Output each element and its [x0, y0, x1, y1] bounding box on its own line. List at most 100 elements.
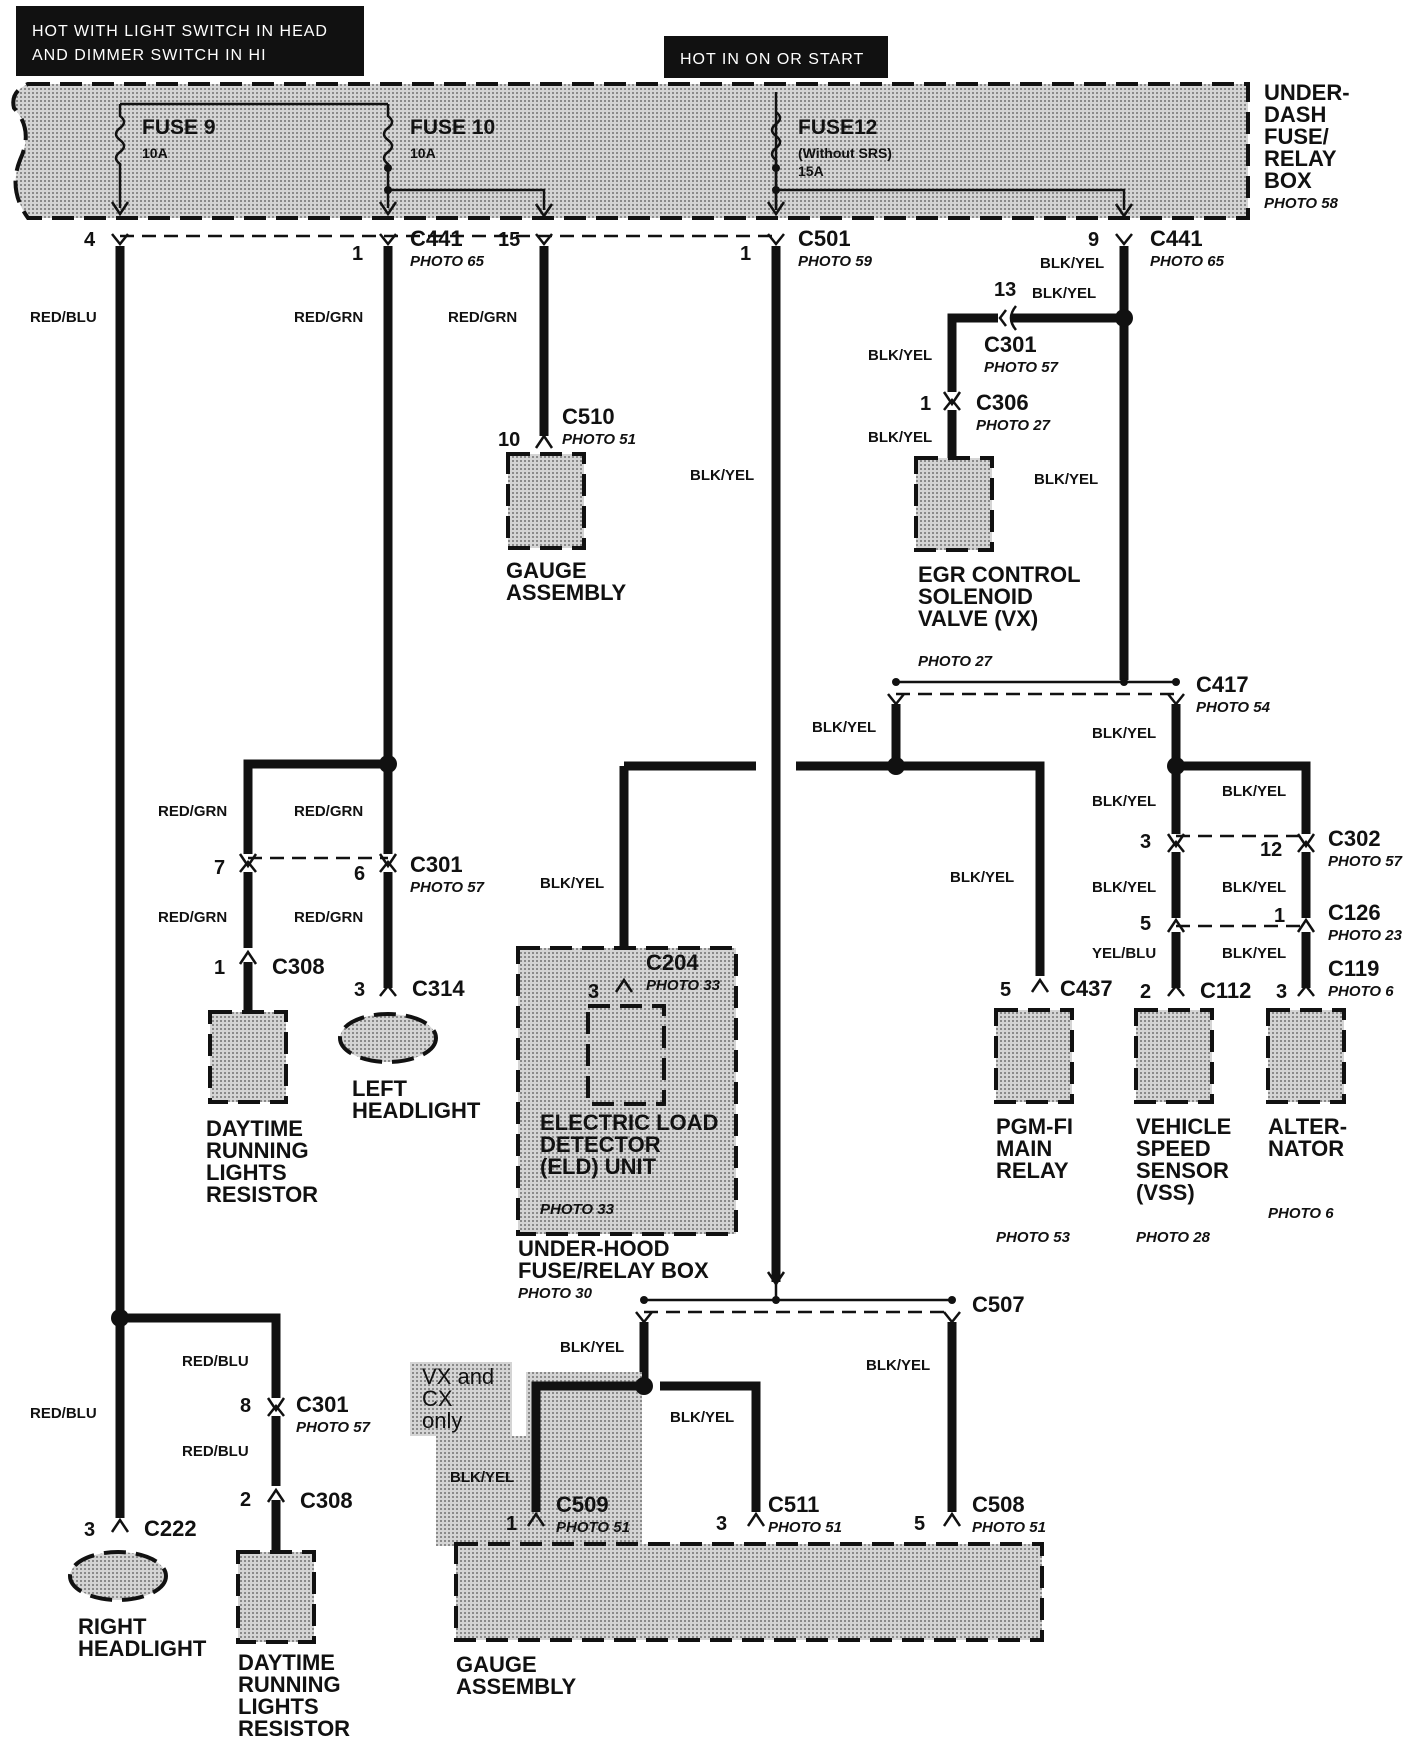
fuse-10-element: [382, 104, 394, 208]
connector-label: C308: [300, 1488, 353, 1513]
vx-cx-note-box: [410, 1362, 512, 1436]
connector-photo: PHOTO 59: [798, 253, 873, 270]
component-photo: PHOTO 30: [518, 1285, 593, 1302]
banner-ignition-text: HOT IN ON OR START: [680, 51, 864, 68]
fuse-10-arrow: [378, 201, 398, 217]
fuse-9-element: [114, 104, 126, 208]
connector-photo: PHOTO 51: [972, 1519, 1046, 1536]
fuse-12-note: (Without SRS): [798, 145, 892, 161]
component-label: ASSEMBLY: [506, 580, 627, 605]
fuse-box-label-3: FUSE/: [1264, 124, 1329, 149]
gauge-assembly-low: [454, 1542, 1044, 1642]
connector-label: C441: [410, 226, 463, 251]
fuse-box-label-5: BOX: [1264, 168, 1312, 193]
fuse-10-name: FUSE 10: [410, 116, 495, 139]
connector-label: C222: [144, 1516, 197, 1541]
fuse-9-arrow: [110, 201, 130, 217]
component-label: FUSE/RELAY BOX: [518, 1258, 709, 1283]
pin-label: 3: [1140, 831, 1151, 853]
component-label: RIGHT: [78, 1614, 147, 1639]
wire-label: BLK/YEL: [1222, 783, 1286, 800]
component-label: ALTER-: [1268, 1114, 1347, 1139]
component-label: MAIN: [996, 1136, 1052, 1161]
wire-label: RED/GRN: [158, 909, 227, 926]
component-label: DETECTOR: [540, 1132, 661, 1157]
note-text: only: [422, 1408, 462, 1433]
wire-label: RED/BLU: [182, 1353, 249, 1370]
connector-photo: PHOTO 57: [1328, 853, 1403, 870]
pin-label: 1: [214, 957, 225, 979]
wire-label: BLK/YEL: [812, 719, 876, 736]
pin-label: 3: [588, 981, 599, 1003]
component-photo: PHOTO 6: [1268, 1205, 1334, 1222]
connector-photo: PHOTO 33: [646, 977, 721, 994]
component-label: RUNNING: [238, 1672, 341, 1697]
wire-alternator: [1176, 761, 1311, 834]
ignition-hot-banner: HOT IN ON OR START: [664, 36, 888, 78]
component-label: RUNNING: [206, 1138, 309, 1163]
wire-label: BLK/YEL: [868, 429, 932, 446]
wire-label: BLK/YEL: [866, 1357, 930, 1374]
pin-label: 6: [354, 863, 365, 885]
connector-label: C302: [1328, 826, 1381, 851]
connector-photo: PHOTO 57: [410, 879, 485, 896]
component-label: VALVE (VX): [918, 606, 1038, 631]
component-label: SOLENOID: [918, 584, 1033, 609]
wire-gauge-c511: [660, 1381, 761, 1512]
pin-label: 1: [920, 393, 931, 415]
connector-label: C437: [1060, 976, 1113, 1001]
fuse-12-rating: 15A: [798, 163, 824, 179]
wire-label: BLK/YEL: [690, 467, 754, 484]
connector-label: C417: [1196, 672, 1249, 697]
connector-label: C119: [1328, 956, 1379, 981]
pin-label: 7: [214, 857, 225, 879]
fuse-box-label-4: RELAY: [1264, 146, 1337, 171]
wire-label: BLK/YEL: [450, 1469, 514, 1486]
wire-label: BLK/YEL: [1092, 725, 1156, 742]
connector-photo: PHOTO 57: [984, 359, 1059, 376]
pin-label: 4: [84, 229, 96, 251]
alternator: [1266, 1008, 1346, 1104]
connector-photo: PHOTO 54: [1196, 699, 1271, 716]
connector-label: C314: [412, 976, 465, 1001]
component-label: GAUGE: [506, 558, 587, 583]
component-label: LIGHTS: [238, 1694, 319, 1719]
component-photo: PHOTO 53: [996, 1229, 1071, 1246]
component-label: DAYTIME: [238, 1650, 335, 1675]
pin-label: 5: [1140, 913, 1151, 935]
pin-label: 3: [354, 979, 365, 1001]
connector-photo: PHOTO 6: [1328, 983, 1394, 1000]
component-label: UNDER-HOOD: [518, 1236, 670, 1261]
eld-unit: [586, 1004, 666, 1106]
component-label: SENSOR: [1136, 1158, 1229, 1183]
component-photo: PHOTO 27: [918, 653, 993, 670]
wire-label: RED/GRN: [158, 803, 227, 820]
connector-photo: PHOTO 51: [562, 431, 636, 448]
fuse-12-branch-arrow: [1114, 203, 1134, 219]
component-label: HEADLIGHT: [78, 1636, 207, 1661]
wire-label: BLK/YEL: [560, 1339, 624, 1356]
connector-label: C510: [562, 404, 615, 429]
connector-label: C308: [272, 954, 325, 979]
pin-label: 10: [498, 429, 520, 451]
wire-label: BLK/YEL: [1040, 255, 1104, 272]
component-label: RESISTOR: [206, 1182, 318, 1207]
connector-photo: PHOTO 65: [1150, 253, 1225, 270]
wire-label: BLK/YEL: [670, 1409, 734, 1426]
left-headlight: [338, 1012, 438, 1064]
pin-label: 9: [1088, 229, 1099, 251]
drl-resistor-low: [236, 1550, 316, 1644]
connector-label: C509: [556, 1492, 609, 1517]
fuse-12-branch: [776, 188, 1126, 210]
connector-label: C126: [1328, 900, 1381, 925]
note-text: VX and: [422, 1364, 494, 1389]
wire-red-grn-drl: [243, 759, 388, 854]
component-label: DAYTIME: [206, 1116, 303, 1141]
wire-label: BLK/YEL: [868, 347, 932, 364]
component-label: LIGHTS: [206, 1160, 287, 1185]
fuse-12-arrow: [766, 201, 786, 217]
component-label: NATOR: [1268, 1136, 1344, 1161]
wire-egr-down: [947, 313, 998, 392]
fuse-9-name: FUSE 9: [142, 116, 216, 139]
